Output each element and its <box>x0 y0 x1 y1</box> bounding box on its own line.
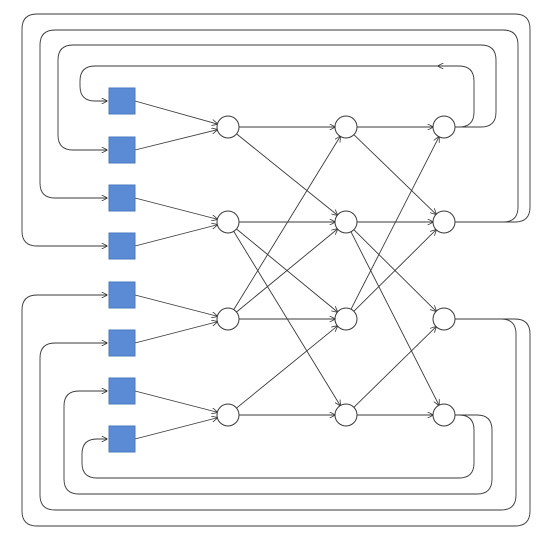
edge-b3-c2 <box>353 230 436 312</box>
edge-in2-a1 <box>134 130 217 151</box>
edge-in5-a3 <box>134 294 217 316</box>
input-node-3 <box>108 184 136 212</box>
feedback-loop-c2-in3 <box>39 29 519 223</box>
node-a2 <box>216 210 240 234</box>
feedback-loop-c4-in8 <box>81 414 475 479</box>
edge-a3-b1 <box>233 136 340 310</box>
nodes <box>108 87 456 453</box>
node-a1 <box>216 115 240 139</box>
input-node-7 <box>108 377 136 405</box>
input-node-4 <box>108 232 136 260</box>
edge-in8-a4 <box>134 418 217 440</box>
edge-b4-c3 <box>353 327 436 408</box>
edge-b2-c4 <box>350 231 439 405</box>
node-c4 <box>432 403 456 427</box>
feedback-loops <box>21 13 531 527</box>
feedback-loop-c3-in5 <box>21 295 531 527</box>
node-b1 <box>334 115 358 139</box>
edge-a4-b3 <box>236 326 338 409</box>
edge-in7-a4 <box>134 390 217 412</box>
edge-a3-b2 <box>236 229 337 313</box>
node-c3 <box>432 307 456 331</box>
edge-in1-a1 <box>134 100 217 124</box>
feedback-loop-c4-in7 <box>63 391 493 495</box>
feedback-loop-c2-in4 <box>21 13 531 246</box>
feedback-loop-c1-in1 <box>79 65 475 128</box>
input-node-8 <box>108 425 136 453</box>
edge-a1-b2 <box>236 133 338 215</box>
input-node-5 <box>108 281 136 309</box>
node-b4 <box>334 403 358 427</box>
edge-in3-a2 <box>134 197 217 219</box>
edge-b1-c2 <box>353 134 436 215</box>
feedback-loop-c3-in6 <box>39 318 517 511</box>
node-a4 <box>216 403 240 427</box>
edge-in6-a3 <box>134 322 217 344</box>
edge-in4-a2 <box>134 225 217 247</box>
edge-b3-c1 <box>350 137 439 310</box>
node-b3 <box>334 307 358 331</box>
node-c1 <box>432 115 456 139</box>
input-node-2 <box>108 136 136 164</box>
edges <box>134 100 439 440</box>
node-b2 <box>334 210 358 234</box>
feedback-loop-c1-in2 <box>57 44 497 150</box>
edge-a2-b4 <box>233 231 341 405</box>
node-a3 <box>216 307 240 331</box>
node-c2 <box>432 210 456 234</box>
input-node-1 <box>108 87 136 115</box>
input-node-6 <box>108 329 136 357</box>
